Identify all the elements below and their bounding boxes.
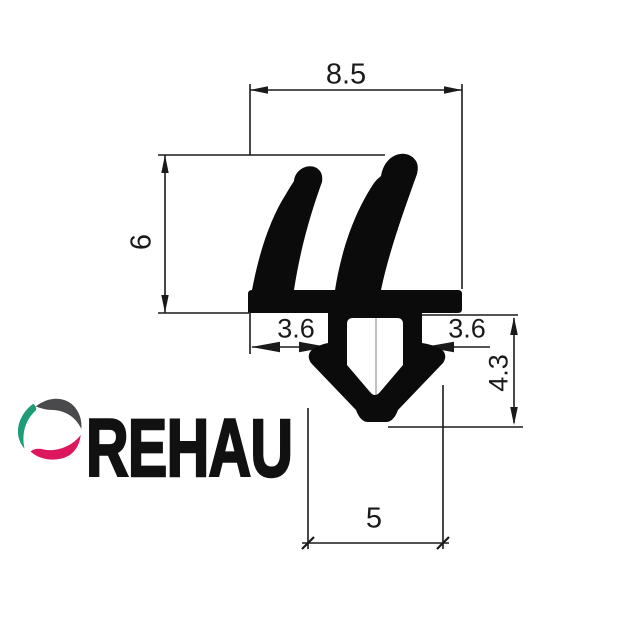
dimension-label-bottom-width: 5 [365, 502, 383, 535]
dimension-label-left-height: 6 [125, 233, 158, 251]
dimension-label-left-notch: 3.6 [277, 313, 315, 344]
dimension-label-right-notch: 3.6 [448, 313, 486, 344]
brand-logo: REHAU [16, 394, 316, 504]
brand-wordmark: REHAU [85, 403, 294, 494]
extension-lines [158, 84, 523, 549]
dimension-label-right-depth: 4.3 [483, 354, 514, 392]
dimension-label-top-width: 8.5 [325, 58, 367, 91]
dimension-ticks [301, 536, 450, 550]
seal-profile-shape [248, 153, 462, 422]
rehau-sphere-icon [17, 398, 82, 460]
dimension-arrowheads [161, 86, 518, 425]
